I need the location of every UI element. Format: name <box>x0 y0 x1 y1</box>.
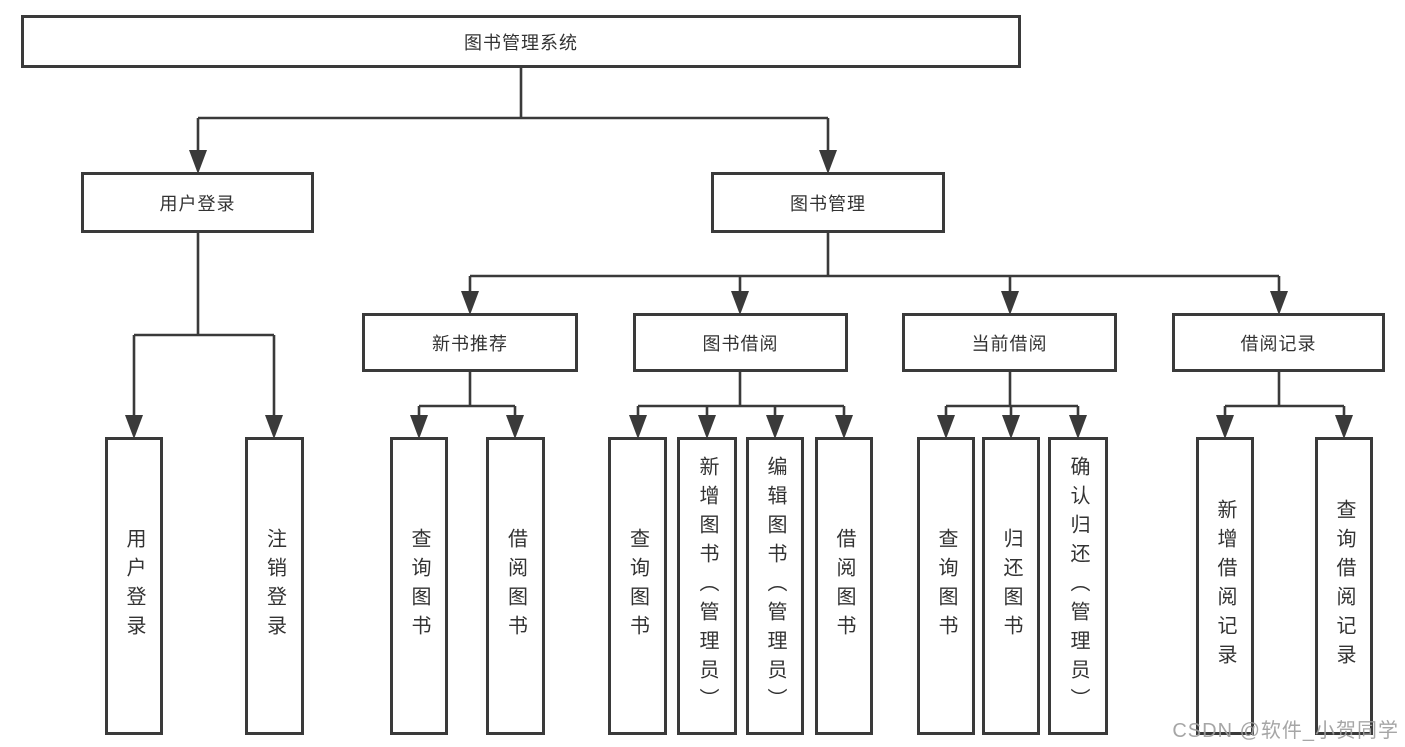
connector-root-to-level2 <box>189 68 837 174</box>
leaf-query-books-current: 查询图书 <box>917 437 975 735</box>
node-label: 当前借阅 <box>971 333 1048 354</box>
connector-new-book-recommend-to-leaves <box>410 372 524 439</box>
node-label: 新增图书（管理员） <box>696 455 718 717</box>
leaf-query-books-borrow: 查询图书 <box>608 437 667 735</box>
node-label: 借阅图书 <box>833 528 855 644</box>
node-borrow-records: 借阅记录 <box>1172 313 1385 372</box>
leaf-return-books: 归还图书 <box>982 437 1040 735</box>
node-new-book-recommend: 新书推荐 <box>362 313 578 372</box>
leaf-add-books-admin: 新增图书（管理员） <box>677 437 737 735</box>
node-current-borrow: 当前借阅 <box>902 313 1117 372</box>
node-label: 确认归还（管理员） <box>1067 455 1089 717</box>
connector-book-borrow-to-leaves <box>629 372 853 439</box>
node-label: 图书管理 <box>790 193 866 214</box>
node-label: 注销登录 <box>263 528 286 644</box>
node-label: 用户登录 <box>159 193 236 214</box>
leaf-edit-books-admin: 编辑图书（管理员） <box>746 437 804 735</box>
node-label: 查询图书 <box>935 528 957 644</box>
node-book-management: 图书管理 <box>711 172 945 233</box>
node-label: 用户登录 <box>123 528 145 644</box>
leaf-query-books-recommend: 查询图书 <box>390 437 448 735</box>
csdn-watermark: CSDN @软件_小贺同学 <box>1172 720 1399 742</box>
connector-borrow-records-to-leaves <box>1216 372 1353 439</box>
leaf-user-login: 用户登录 <box>105 437 163 735</box>
node-label: 查询图书 <box>626 528 649 644</box>
node-label: 编辑图书（管理员） <box>764 455 786 717</box>
leaf-add-borrow-record: 新增借阅记录 <box>1196 437 1254 735</box>
node-label: 查询借阅记录 <box>1333 499 1355 673</box>
node-label: 借阅图书 <box>504 528 527 644</box>
connector-book-management-to-level3 <box>461 233 1288 315</box>
leaf-borrow-books: 借阅图书 <box>815 437 873 735</box>
node-label: 归还图书 <box>1000 528 1022 644</box>
node-label: 图书管理系统 <box>464 32 578 53</box>
leaf-query-borrow-record: 查询借阅记录 <box>1315 437 1373 735</box>
leaf-borrow-books-recommend: 借阅图书 <box>486 437 545 735</box>
node-label: 图书借阅 <box>702 333 779 354</box>
node-user-login: 用户登录 <box>81 172 314 233</box>
node-label: 借阅记录 <box>1240 333 1317 354</box>
connector-user-login-to-leaves <box>125 233 283 439</box>
node-book-borrow: 图书借阅 <box>633 313 848 372</box>
node-label: 新增借阅记录 <box>1214 499 1236 673</box>
leaf-logout: 注销登录 <box>245 437 304 735</box>
connector-current-borrow-to-leaves <box>937 372 1087 439</box>
leaf-confirm-return-admin: 确认归还（管理员） <box>1048 437 1108 735</box>
node-label: 新书推荐 <box>432 333 508 354</box>
node-label: 查询图书 <box>408 528 430 644</box>
node-library-management-system: 图书管理系统 <box>21 15 1021 68</box>
